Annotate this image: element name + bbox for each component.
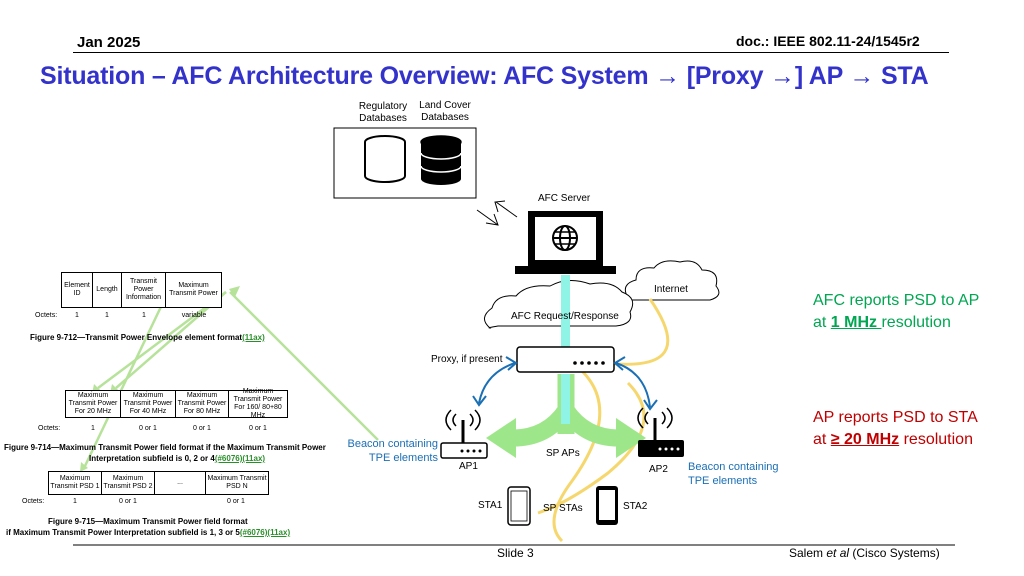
- footer-author-name: Salem: [789, 546, 824, 560]
- header-rule: [73, 52, 949, 53]
- fig714-octet: 0 or 1: [249, 425, 267, 432]
- fig715-cell-ellipsis: ...: [154, 471, 206, 495]
- ap-report-note: AP reports PSD to STA at ≥ 20 MHz resolu…: [813, 407, 978, 451]
- proxy-device-icon: [516, 346, 615, 373]
- footer-org: (Cisco Systems): [849, 546, 940, 560]
- proxy-ap2-link-arrow: [613, 356, 658, 411]
- internet-label: Internet: [654, 284, 688, 295]
- afc-note-value: 1 MHz: [830, 314, 882, 331]
- fig715-caption-line2: if Maximum Transmit Power Interpretation…: [6, 528, 290, 537]
- regulatory-databases-label: Regulatory Databases: [358, 101, 408, 124]
- fig715-cell-psd1: Maximum Transmit PSD 1: [48, 471, 102, 495]
- sta2-label: STA2: [623, 501, 648, 512]
- ap1-router-icon: [440, 409, 488, 459]
- ap-note-suffix: resolution: [899, 431, 973, 448]
- proxy-ap1-link-arrow: [472, 356, 518, 407]
- fig714-caption-text: Interpretation subfield is 0, 2 or 4: [89, 454, 215, 463]
- regulatory-database-icon: [364, 135, 406, 183]
- fig712-cell-tx-power-info: Transmit Power Information: [121, 272, 166, 308]
- sp-aps-label: SP APs: [546, 448, 580, 459]
- sta1-label: STA1: [478, 500, 503, 511]
- afc-server-label: AFC Server: [538, 193, 591, 204]
- afc-note-at: at: [813, 314, 831, 331]
- fig712-octet: 1: [142, 312, 146, 319]
- sta1-link-curve: [537, 381, 646, 515]
- afc-link-bar: [561, 275, 570, 347]
- fig714-octet: 1: [91, 425, 95, 432]
- slide-title: Situation – AFC Architecture Overview: A…: [40, 62, 929, 90]
- fig714-cell-160mhz: Maximum Transmit Power For 160/ 80+80 MH…: [228, 388, 288, 419]
- left-arrowhead: [486, 418, 516, 458]
- fig715-caption-ref: (#6076)(11ax): [239, 528, 291, 537]
- footer-author: Salem et al (Cisco Systems): [789, 546, 940, 560]
- afc-request-label: AFC Request/Response: [511, 311, 619, 322]
- fig715-octets-label: Octets:: [22, 498, 45, 505]
- ap-note-value: ≥ 20 MHz: [830, 431, 900, 448]
- fig714-octet: 0 or 1: [139, 425, 157, 432]
- fig712-cell-max-tx-power: Maximum Transmit Power: [165, 272, 222, 308]
- afc-note-line2: at 1 MHz resolution: [813, 312, 979, 334]
- fig712-cell-length: Length: [92, 272, 122, 308]
- fig712-caption: Figure 9-712—Transmit Power Envelope ele…: [30, 333, 265, 342]
- fig712-caption-ref: (11ax): [242, 333, 265, 342]
- footer-slide-number: Slide 3: [497, 546, 534, 560]
- afc-report-note: AFC reports PSD to AP at 1 MHz resolutio…: [813, 290, 979, 334]
- fig714-cell-40mhz: Maximum Transmit Power For 40 MHz: [120, 390, 176, 418]
- fig714-caption-ref: (#6076)(11ax): [214, 454, 266, 463]
- fig712-octet: variable: [181, 312, 207, 319]
- fig715-cell-psd2: Maximum Transmit PSD 2: [101, 471, 155, 495]
- line-arrowhead: [229, 286, 240, 297]
- fig712-octets-label: Octets:: [35, 312, 58, 319]
- ap2-label: AP2: [649, 464, 668, 475]
- fig712-cell-element-id: Element ID: [61, 272, 93, 308]
- sp-stas-label: SP STAs: [543, 503, 583, 514]
- land-cover-database-icon: [420, 135, 462, 185]
- fig714-caption-line1: Figure 9-714—Maximum Transmit Power fiel…: [4, 443, 326, 452]
- ap1-label: AP1: [459, 461, 478, 472]
- ap-note-at: at: [813, 431, 831, 448]
- ap-note-line1: AP reports PSD to STA: [813, 409, 978, 426]
- fig715-caption-line1: Figure 9-715—Maximum Transmit Power fiel…: [48, 517, 248, 526]
- ap2-router-icon: [637, 407, 684, 457]
- fig715-caption-text: if Maximum Transmit Power Interpretation…: [6, 528, 240, 537]
- fig715-cell-psdn: Maximum Transmit PSD N: [205, 471, 269, 495]
- afc-request-cloud-icon: [484, 280, 634, 329]
- db-server-arrows-icon: [476, 200, 518, 226]
- fig714-octets-label: Octets:: [38, 425, 61, 432]
- fig714-caption-line2: Interpretation subfield is 0, 2 or 4(#60…: [89, 454, 265, 463]
- proxy-label: Proxy, if present: [431, 354, 503, 365]
- beacon-left-label: Beacon containing TPE elements: [347, 438, 438, 464]
- fig715-octet: 1: [73, 498, 77, 505]
- afc-server-laptop-icon: [515, 211, 616, 274]
- fig712-octet: 1: [105, 312, 109, 319]
- sta1-phone-icon: [507, 486, 531, 526]
- fig715-octet: 0 or 1: [119, 498, 137, 505]
- internet-cloud-icon: [624, 260, 720, 301]
- header-doc: doc.: IEEE 802.11-24/1545r2: [736, 33, 920, 49]
- tpe-figure-lines: [83, 291, 379, 467]
- footer-etal: et al: [823, 546, 850, 560]
- fig715-octet: 0 or 1: [227, 498, 245, 505]
- beacon-right-label: Beacon containing TPE elements: [688, 461, 779, 487]
- sta2-phone-icon: [596, 486, 618, 525]
- fig712-caption-text: Figure 9-712—Transmit Power Envelope ele…: [30, 333, 243, 342]
- fig714-octet: 0 or 1: [193, 425, 211, 432]
- fig712-octet: 1: [75, 312, 79, 319]
- header-date: Jan 2025: [77, 34, 141, 51]
- afc-note-line1: AFC reports PSD to AP: [813, 292, 980, 309]
- ap-note-line2: at ≥ 20 MHz resolution: [813, 429, 978, 451]
- fig714-cell-20mhz: Maximum Transmit Power For 20 MHz: [65, 390, 121, 418]
- fig714-cell-80mhz: Maximum Transmit Power For 80 MHz: [175, 390, 229, 418]
- afc-note-suffix: resolution: [881, 314, 951, 331]
- right-arrowhead: [616, 418, 646, 458]
- land-cover-databases-label: Land Cover Databases: [419, 100, 471, 123]
